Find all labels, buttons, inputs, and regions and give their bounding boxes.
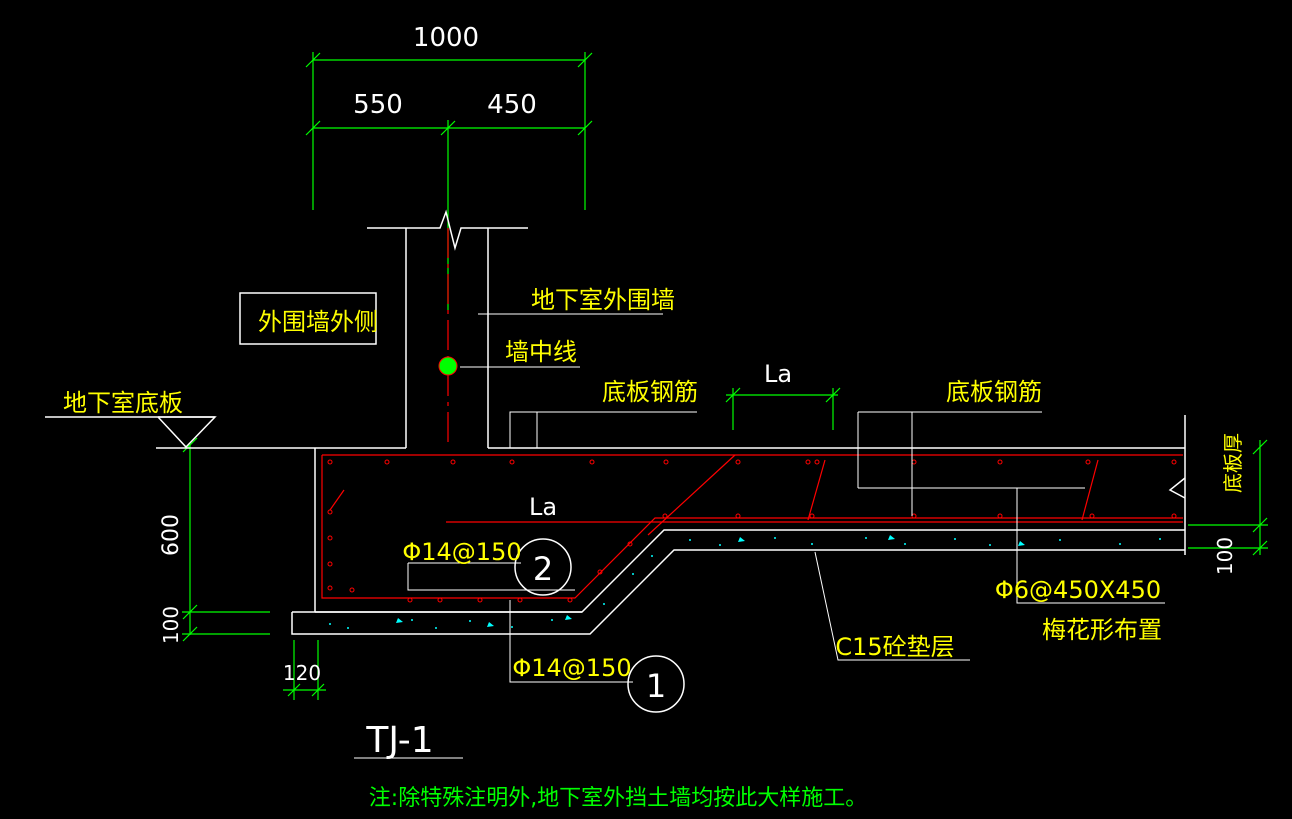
label-tie-layout: 梅花形布置 [1042,616,1162,644]
structure-outline [45,209,1186,635]
label-cushion-layer: C15砼垫层 [835,633,954,661]
rebar-mark-2-circle [514,538,572,596]
rebar-mark-1-circle [627,655,685,713]
label-slab-rebar-right: 底板钢筋 [946,378,1042,406]
label-slab-thickness: 底板厚 [1221,433,1245,493]
dim-total-width: 1000 [413,23,479,53]
detail-title: TJ-1 [365,720,433,761]
drawing-note: 注:除特殊注明外,地下室外挡土墙均按此大样施工。 [369,786,867,811]
label-tie-spec: Φ6@450X450 [995,576,1161,604]
rebar-lines [321,228,1183,599]
concrete-cushion-texture [329,535,1161,629]
label-rebar1-mark: 1 [646,667,666,705]
label-wall-centerline: 墙中线 [505,338,577,366]
label-basement-outer-wall: 地下室外围墙 [531,286,675,314]
dim-footing-depth: 600 [159,514,184,556]
label-rebar1-spec: Φ14@150 [512,654,631,682]
label-rebar2-mark: 2 [533,550,553,588]
dim-right-part: 450 [487,90,537,120]
label-basement-slab: 地下室底板 [63,389,183,417]
label-rebar2-spec: Φ14@150 [402,538,521,566]
rebar-dots [327,459,1177,603]
dim-left-part: 550 [353,90,403,120]
wall-centerline-marker [438,356,458,376]
dim-offset-120: 120 [283,661,321,685]
label-outer-side: 外围墙外侧 [258,308,378,336]
dim-la-top: La [764,360,792,388]
dim-la-bottom: La [529,493,557,521]
dim-cushion-left: 100 [159,606,183,644]
leader-lines [354,313,1165,759]
dimension-lines [182,52,1268,700]
label-slab-rebar-left: 底板钢筋 [602,378,698,406]
dim-cushion-right: 100 [1213,537,1237,575]
